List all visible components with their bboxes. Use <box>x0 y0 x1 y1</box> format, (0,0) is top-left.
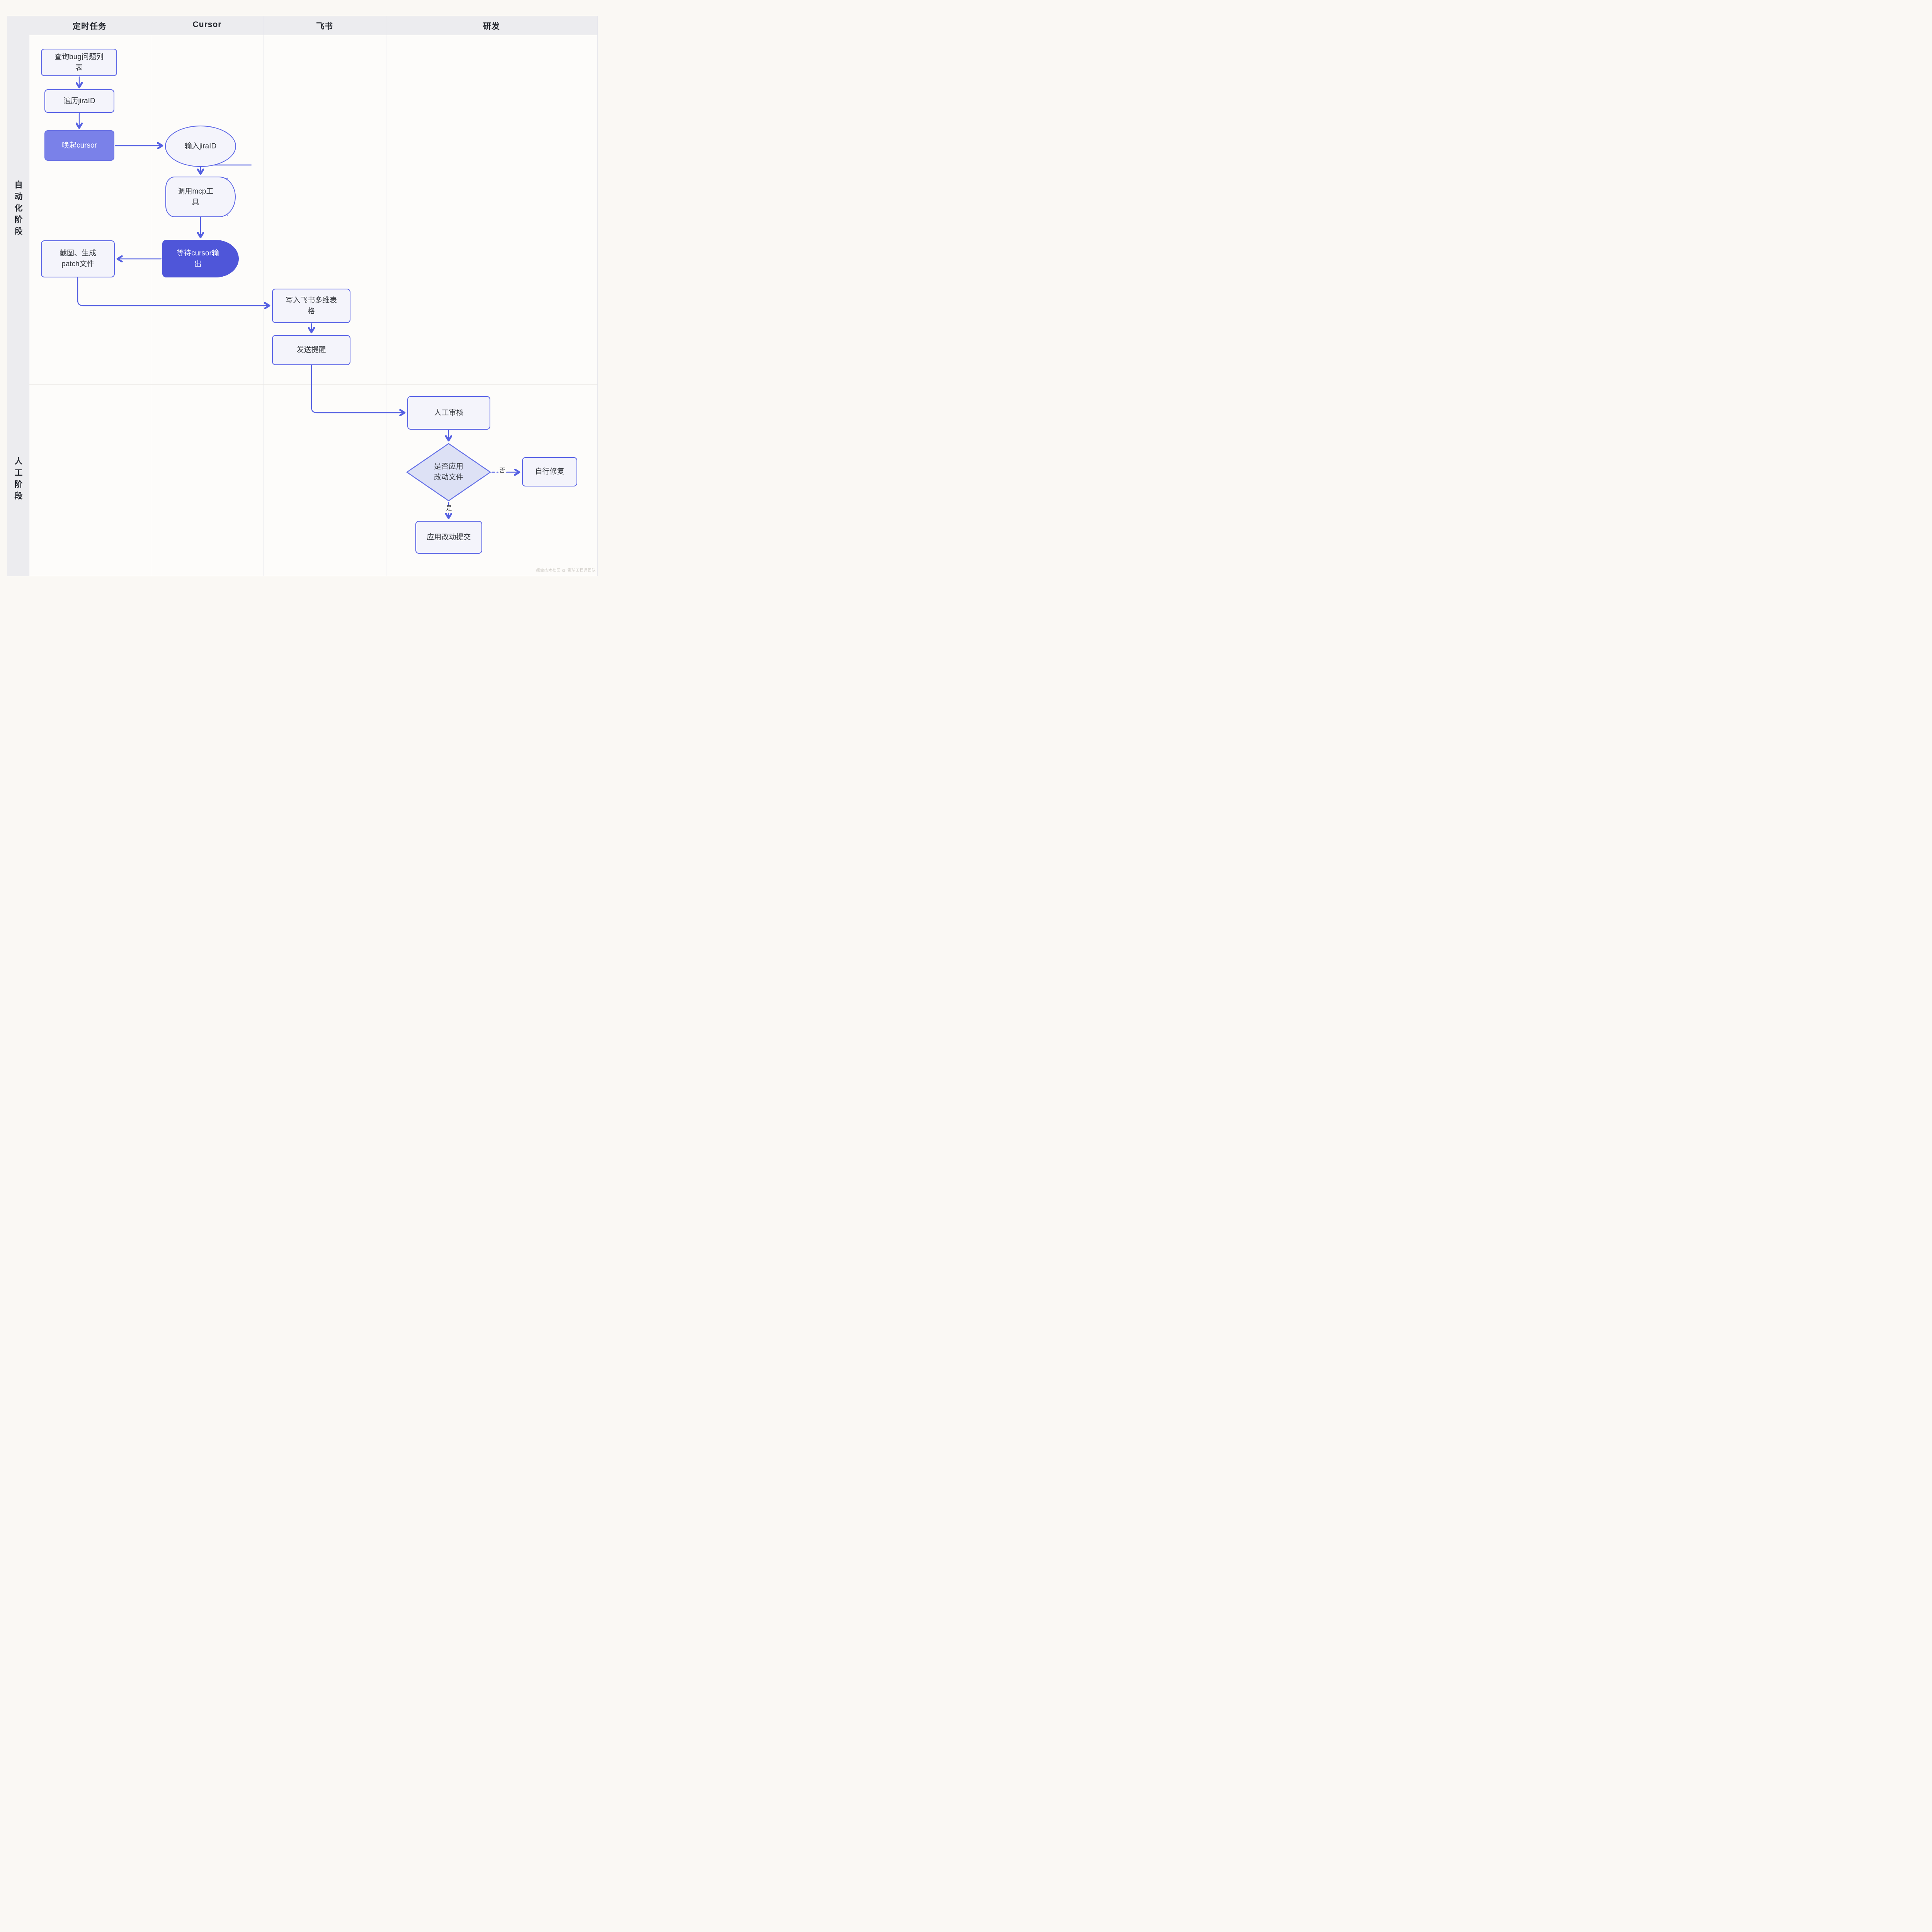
phase-label-automation: 自动化阶段 <box>14 180 22 238</box>
decision-diamond-shape <box>406 443 491 502</box>
lane-header-feishu: 飞书 <box>316 22 333 31</box>
lane-header-scheduled-task: 定时任务 <box>73 22 107 31</box>
node-wait-cursor-output: 等待cursor输 出 <box>162 240 239 277</box>
node-input-jiraid: 输入jiraID <box>165 126 236 167</box>
node-call-mcp-tool: 调用mcp工 具 <box>165 177 236 217</box>
node-invoke-cursor: 唤起cursor <box>44 130 114 161</box>
node-self-fix: 自行修复 <box>522 457 577 486</box>
node-screenshot-patch: 截图、生成 patch文件 <box>41 240 115 277</box>
node-write-feishu-table: 写入飞书多维表 格 <box>272 289 350 323</box>
node-apply-commit: 应用改动提交 <box>415 521 482 554</box>
edge-label-no: 否 <box>499 467 505 474</box>
node-apply-decision: 是否应用 改动文件 <box>406 443 491 502</box>
watermark-text: 掘金技术社区 @ 雪球工程师团队 <box>536 568 596 573</box>
panel-right-edge <box>597 16 598 576</box>
lane-header-cursor: Cursor <box>192 20 222 29</box>
phase-label-manual: 人工阶段 <box>14 457 22 503</box>
node-query-bug-list: 查询bug问题列 表 <box>41 49 117 76</box>
lane-header-band <box>7 16 597 35</box>
edge-label-yes: 是 <box>446 505 452 512</box>
phase-row-divider <box>29 384 597 385</box>
lane-header-rd: 研发 <box>483 22 500 31</box>
node-iterate-jiraid: 遍历jiraID <box>44 89 114 113</box>
phase-label-column <box>7 35 29 576</box>
node-manual-review: 人工审核 <box>407 396 490 430</box>
node-send-reminder: 发送提醒 <box>272 335 350 365</box>
